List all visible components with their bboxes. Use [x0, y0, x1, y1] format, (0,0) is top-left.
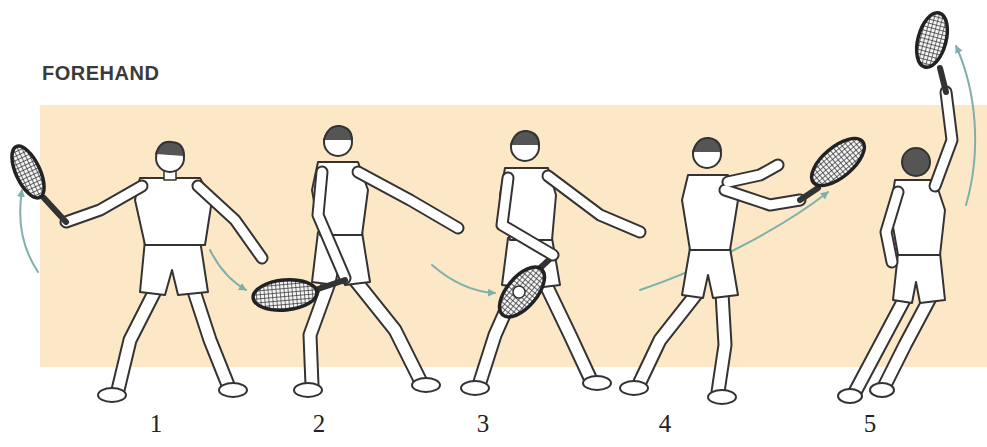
step-number: 2 [313, 410, 326, 438]
step-number: 5 [864, 410, 877, 438]
step-number: 3 [477, 410, 490, 438]
player-figure [252, 126, 495, 397]
player-figure [5, 142, 262, 402]
player-figure [461, 131, 640, 395]
player-figure [838, 9, 975, 403]
background-band [40, 105, 987, 367]
player-figure [620, 130, 872, 404]
step-number: 4 [659, 410, 672, 438]
step-number: 1 [150, 410, 163, 438]
diagram-title: FOREHAND [42, 62, 159, 85]
